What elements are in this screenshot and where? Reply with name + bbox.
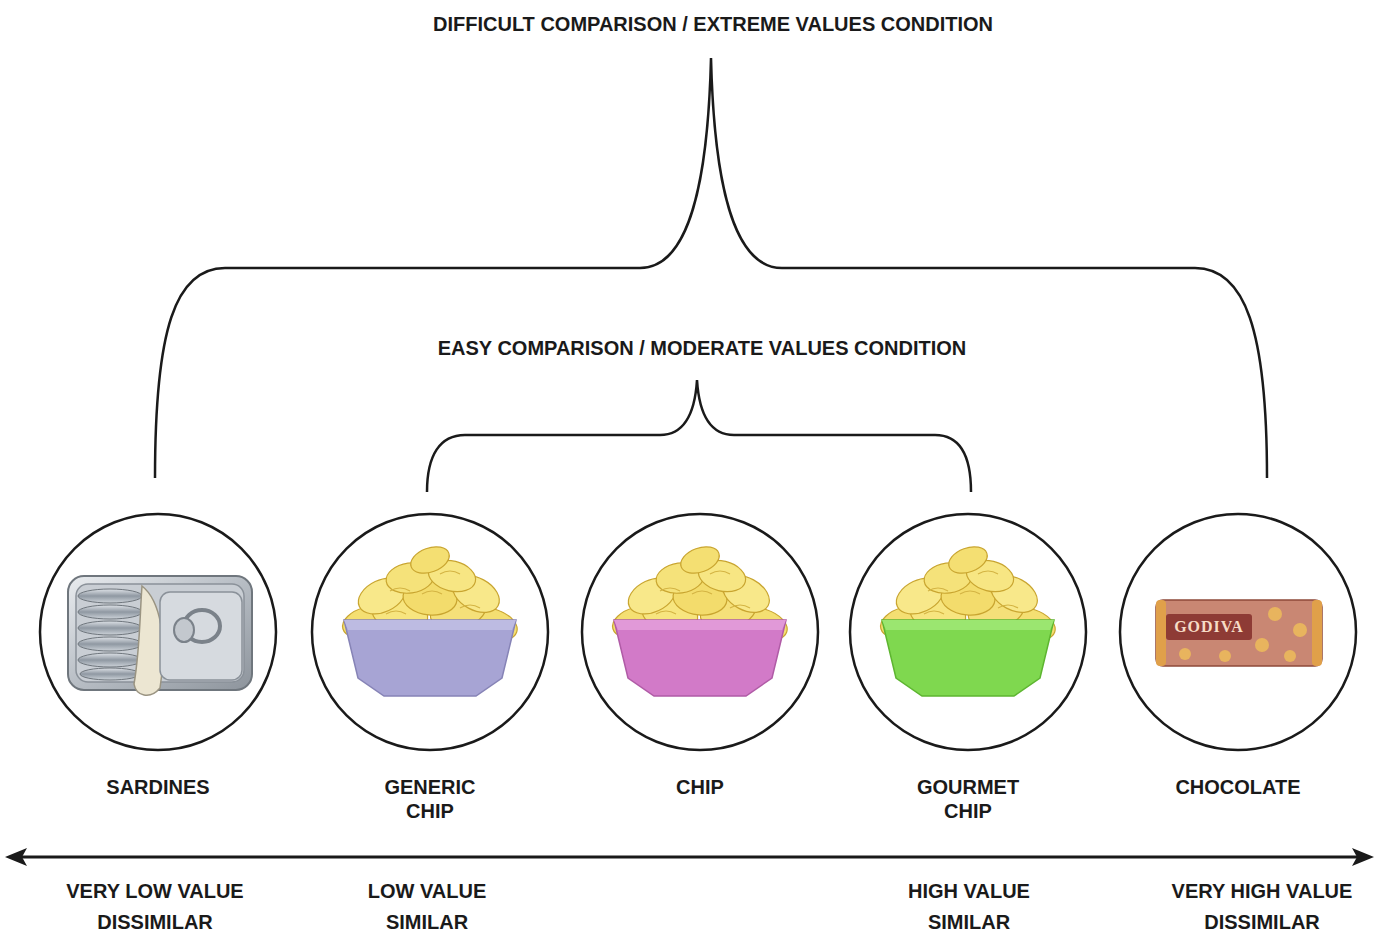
brand-text: GODIVA bbox=[1174, 618, 1244, 636]
sardine-tin bbox=[68, 576, 252, 695]
condition-label: EASY COMPARISON / MODERATE VALUES CONDIT… bbox=[438, 336, 967, 360]
item-circle: CHOCOLATE bbox=[1113, 512, 1363, 799]
gourmet-chip-bowl bbox=[877, 542, 1059, 696]
item-circle: SARDINES bbox=[33, 512, 283, 799]
item-circle: GOURMET CHIP bbox=[843, 512, 1093, 823]
item-circle: GENERIC CHIP bbox=[305, 512, 555, 823]
condition-label: DIFFICULT COMPARISON / EXTREME VALUES CO… bbox=[433, 12, 993, 36]
value-label: LOW VALUE bbox=[368, 879, 487, 903]
item-label: SARDINES bbox=[106, 775, 209, 799]
generic-chip-bowl bbox=[339, 542, 521, 696]
inner-bracket bbox=[427, 380, 971, 492]
chocolate-bar bbox=[1156, 600, 1322, 666]
similarity-label: DISSIMILAR bbox=[97, 910, 213, 934]
item-label: GENERIC CHIP bbox=[369, 775, 491, 823]
circle-outline bbox=[33, 512, 283, 754]
value-label: VERY HIGH VALUE bbox=[1172, 879, 1353, 903]
similarity-label: SIMILAR bbox=[386, 910, 468, 934]
similarity-label: SIMILAR bbox=[928, 910, 1010, 934]
item-label: GOURMET CHIP bbox=[907, 775, 1029, 823]
outer-bracket bbox=[155, 58, 1267, 478]
value-label: VERY LOW VALUE bbox=[66, 879, 243, 903]
value-axis bbox=[5, 848, 1374, 866]
item-circle: CHIP bbox=[575, 512, 825, 799]
item-label: CHOCOLATE bbox=[1175, 775, 1300, 799]
circle-outline bbox=[575, 512, 825, 754]
similarity-label: DISSIMILAR bbox=[1204, 910, 1320, 934]
chip-bowl bbox=[609, 542, 791, 696]
circle-outline bbox=[843, 512, 1093, 754]
item-label: CHIP bbox=[676, 775, 724, 799]
value-label: HIGH VALUE bbox=[908, 879, 1030, 903]
circle-outline bbox=[305, 512, 555, 754]
